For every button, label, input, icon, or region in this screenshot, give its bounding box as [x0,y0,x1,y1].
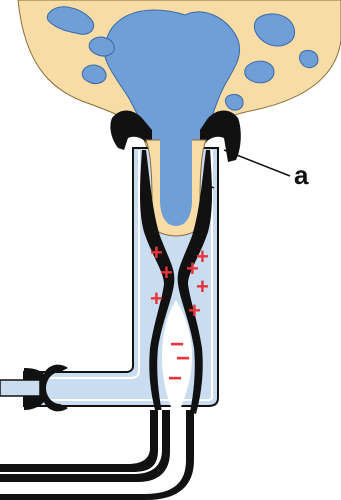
milk-duct-7 [225,94,243,110]
milk-duct-6 [300,50,318,67]
plus-sign: + [160,260,173,285]
label-a: a [294,160,309,190]
teat-canal-milk [160,130,192,226]
minus-sign: − [168,365,182,392]
plus-sign: + [188,298,201,323]
label-a-leader [224,150,290,176]
plus-sign: + [196,274,209,299]
teatcup-shell-inner-line [24,150,139,378]
plus-sign: + [150,286,163,311]
milk-duct-5 [245,61,274,83]
milk-duct-3 [82,65,106,83]
pulse-tube-lumen [0,380,40,396]
